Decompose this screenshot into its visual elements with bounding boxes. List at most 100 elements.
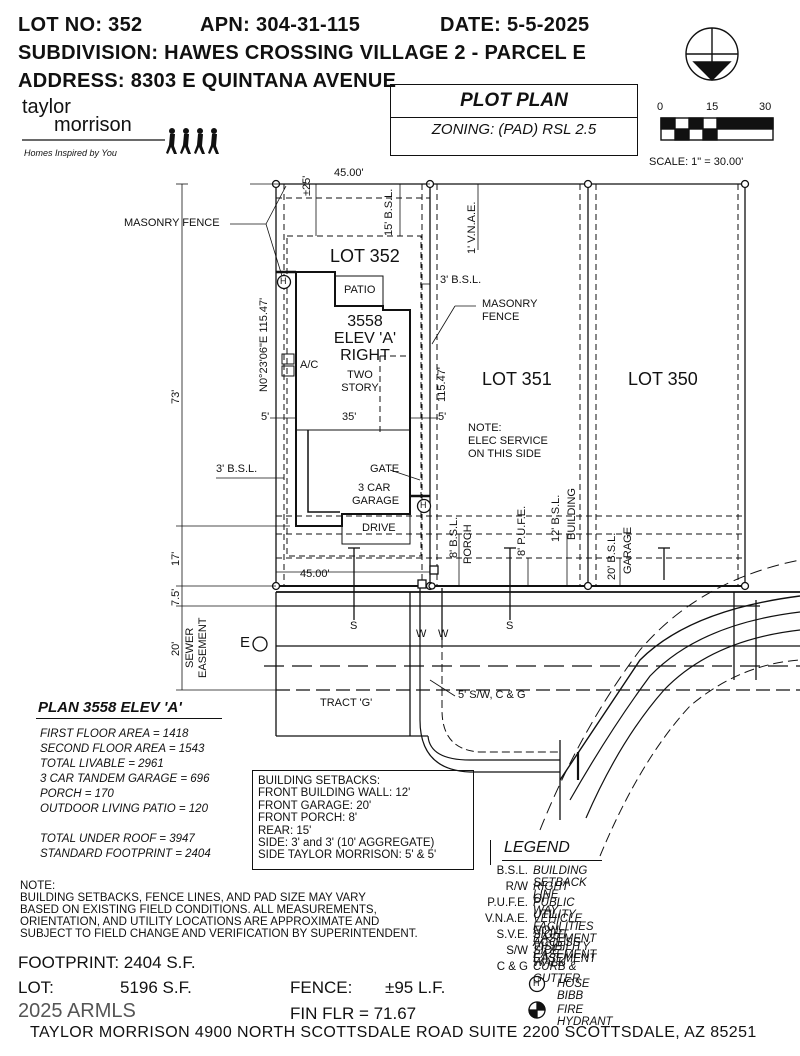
dim-7-5: 7.5' <box>170 588 182 606</box>
plan-second-floor: SECOND FLOOR AREA = 1543 <box>40 743 205 755</box>
note-elec-1: NOTE: <box>468 422 502 434</box>
building-label: BUILDING <box>566 488 578 540</box>
dim-35: 35' <box>342 411 357 423</box>
scale-tick-0: 0 <box>657 101 664 113</box>
scale-label: SCALE: 1" = 30.00' <box>649 156 744 168</box>
bsl-8: 8' B.S.L. <box>448 516 460 558</box>
setback-front-porch: FRONT PORCH: 8' <box>258 812 358 825</box>
bsl-20: 20' B.S.L. <box>606 532 618 580</box>
note-line-4: SUBJECT TO FIELD CHANGE AND VERIFICATION… <box>20 928 418 940</box>
sewer-label-2: EASEMENT <box>197 617 209 678</box>
building-setbacks-box: BUILDING SETBACKS: FRONT BUILDING WALL: … <box>252 770 474 870</box>
dim-17: 17' <box>170 551 182 566</box>
masonry-fence-left: MASONRY FENCE <box>124 217 220 229</box>
plan-title: PLAN 3558 ELEV 'A' <box>38 699 182 716</box>
bsl-3-right: 3' B.S.L. <box>440 274 482 286</box>
scale-tick-15: 15 <box>706 101 719 113</box>
tract-g-label: TRACT 'G' <box>320 697 373 709</box>
pufe-label: 8' P.U.F.E. <box>516 505 528 556</box>
lot-351-label: LOT 351 <box>482 369 552 389</box>
vnae-label: 1' V.N.A.E. <box>466 201 478 254</box>
legend-key-h: H <box>533 978 540 988</box>
date: DATE: 5-5-2025 <box>440 14 590 36</box>
dim-5-left: 5' <box>261 411 270 423</box>
house-plan-number: 3558 <box>347 313 383 330</box>
two-story-2: STORY <box>341 382 379 394</box>
fence-label: FENCE: <box>290 978 353 997</box>
dim-73: 73' <box>170 389 182 404</box>
note-title: NOTE: <box>20 880 56 892</box>
bsl-3-left: 3' B.S.L. <box>216 463 258 475</box>
bsl-12: 12' B.S.L. <box>550 494 562 542</box>
plan-under-roof: TOTAL UNDER ROOF = 3947 <box>40 833 195 845</box>
note-line-1: BUILDING SETBACKS, FENCE LINES, AND PAD … <box>20 892 366 904</box>
apn: APN: 304-31-115 <box>200 14 361 36</box>
legend-underline <box>502 860 602 861</box>
water-w-marker-1: W <box>416 628 427 640</box>
subdivision: SUBDIVISION: HAWES CROSSING VILLAGE 2 - … <box>18 42 587 64</box>
sewer-s-marker-1: S <box>350 620 358 632</box>
lot-area-value: 5196 S.F. <box>120 978 192 997</box>
house-elevation: ELEV 'A' <box>333 330 397 347</box>
footer-address: TAYLOR MORRISON 4900 NORTH SCOTTSDALE RO… <box>30 1024 757 1041</box>
sewer-e-marker: E <box>240 634 251 651</box>
plot-plan-title: PLOT PLAN <box>391 85 637 118</box>
dim-top: 45.00' <box>334 167 364 179</box>
lot-number: LOT NO: 352 <box>18 14 143 36</box>
bsl-15: 15' B.S.L. <box>383 188 395 236</box>
setback-rear: REAR: 15' <box>258 824 312 837</box>
setback-side-tm: SIDE TAYLOR MORRISON: 5' & 5' <box>258 849 437 862</box>
hose-bibb-icon <box>528 975 546 993</box>
note-line-2: BASED ON EXISTING FIELD CONDITIONS. ALL … <box>20 904 377 916</box>
sw-cg-label: 5' S/W, C & G <box>458 689 526 701</box>
address: ADDRESS: 8303 E QUINTANA AVENUE <box>18 70 397 92</box>
setbacks-title: BUILDING SETBACKS: <box>258 775 381 787</box>
note-line-3: ORIENTATION, AND UTILITY LOCATIONS ARE A… <box>20 916 380 928</box>
plan-footprint: STANDARD FOOTPRINT = 2404 <box>40 848 211 860</box>
plan-garage: 3 CAR TANDEM GARAGE = 696 <box>40 773 210 785</box>
lot-area-label: LOT: <box>18 978 54 997</box>
dim-115-right: 115.47' <box>436 367 448 402</box>
water-w-marker-2: W <box>438 628 449 640</box>
masonry-fence-right-2: FENCE <box>482 311 520 323</box>
note-elec-2: ELEC SERVICE <box>468 435 548 447</box>
logo-line1: taylor <box>22 96 71 118</box>
sewer-label-1: SEWER <box>184 627 196 668</box>
legend-title: LEGEND <box>504 839 570 856</box>
garage-label-1: 3 CAR <box>358 482 391 494</box>
logo-line2: morrison <box>54 114 132 136</box>
dim-5-right: 5' <box>438 411 447 423</box>
finished-floor: FIN FLR = 71.67 <box>290 1004 417 1023</box>
scale-tick-30: 30 <box>759 101 772 113</box>
drive-label: DRIVE <box>362 522 396 534</box>
setback-side: SIDE: 3' and 3' (10' AGGREGATE) <box>258 837 435 850</box>
hose-bibb-marker-2: H <box>420 500 427 510</box>
hose-bibb-marker-1: H <box>280 276 287 286</box>
title-block: PLOT PLAN ZONING: (PAD) RSL 2.5 <box>390 84 638 156</box>
plan-patio: OUTDOOR LIVING PATIO = 120 <box>40 803 208 815</box>
plan-title-underline <box>36 718 222 719</box>
zoning: ZONING: (PAD) RSL 2.5 <box>431 121 597 138</box>
fence-value: ±95 L.F. <box>385 978 446 997</box>
dim-25: ±25' <box>301 175 313 196</box>
lot-352-label: LOT 352 <box>330 246 400 266</box>
garage-vertical-label: GARAGE <box>622 526 634 574</box>
logo-figures-icon <box>166 128 219 154</box>
lot-350-label: LOT 350 <box>628 369 698 389</box>
logo-tagline: Homes Inspired by You <box>24 148 117 158</box>
patio-label: PATIO <box>344 284 376 296</box>
gate-label: GATE <box>370 463 400 475</box>
porch-label: PORCH <box>462 524 474 564</box>
setback-front-garage: FRONT GARAGE: 20' <box>258 799 372 812</box>
garage-label-2: GARAGE <box>352 495 400 507</box>
plan-first-floor: FIRST FLOOR AREA = 1418 <box>40 728 189 740</box>
bearing-label: N0°23'06"E 115.47' <box>258 297 270 392</box>
masonry-fence-right-1: MASONRY <box>482 298 538 310</box>
north-arrow-icon <box>685 27 739 81</box>
legend-divider <box>490 840 491 865</box>
watermark: 2025 ARMLS <box>18 1000 136 1022</box>
dim-bottom: 45.00' <box>300 568 330 580</box>
two-story-1: TWO <box>347 369 373 381</box>
note-elec-3: ON THIS SIDE <box>468 448 542 460</box>
